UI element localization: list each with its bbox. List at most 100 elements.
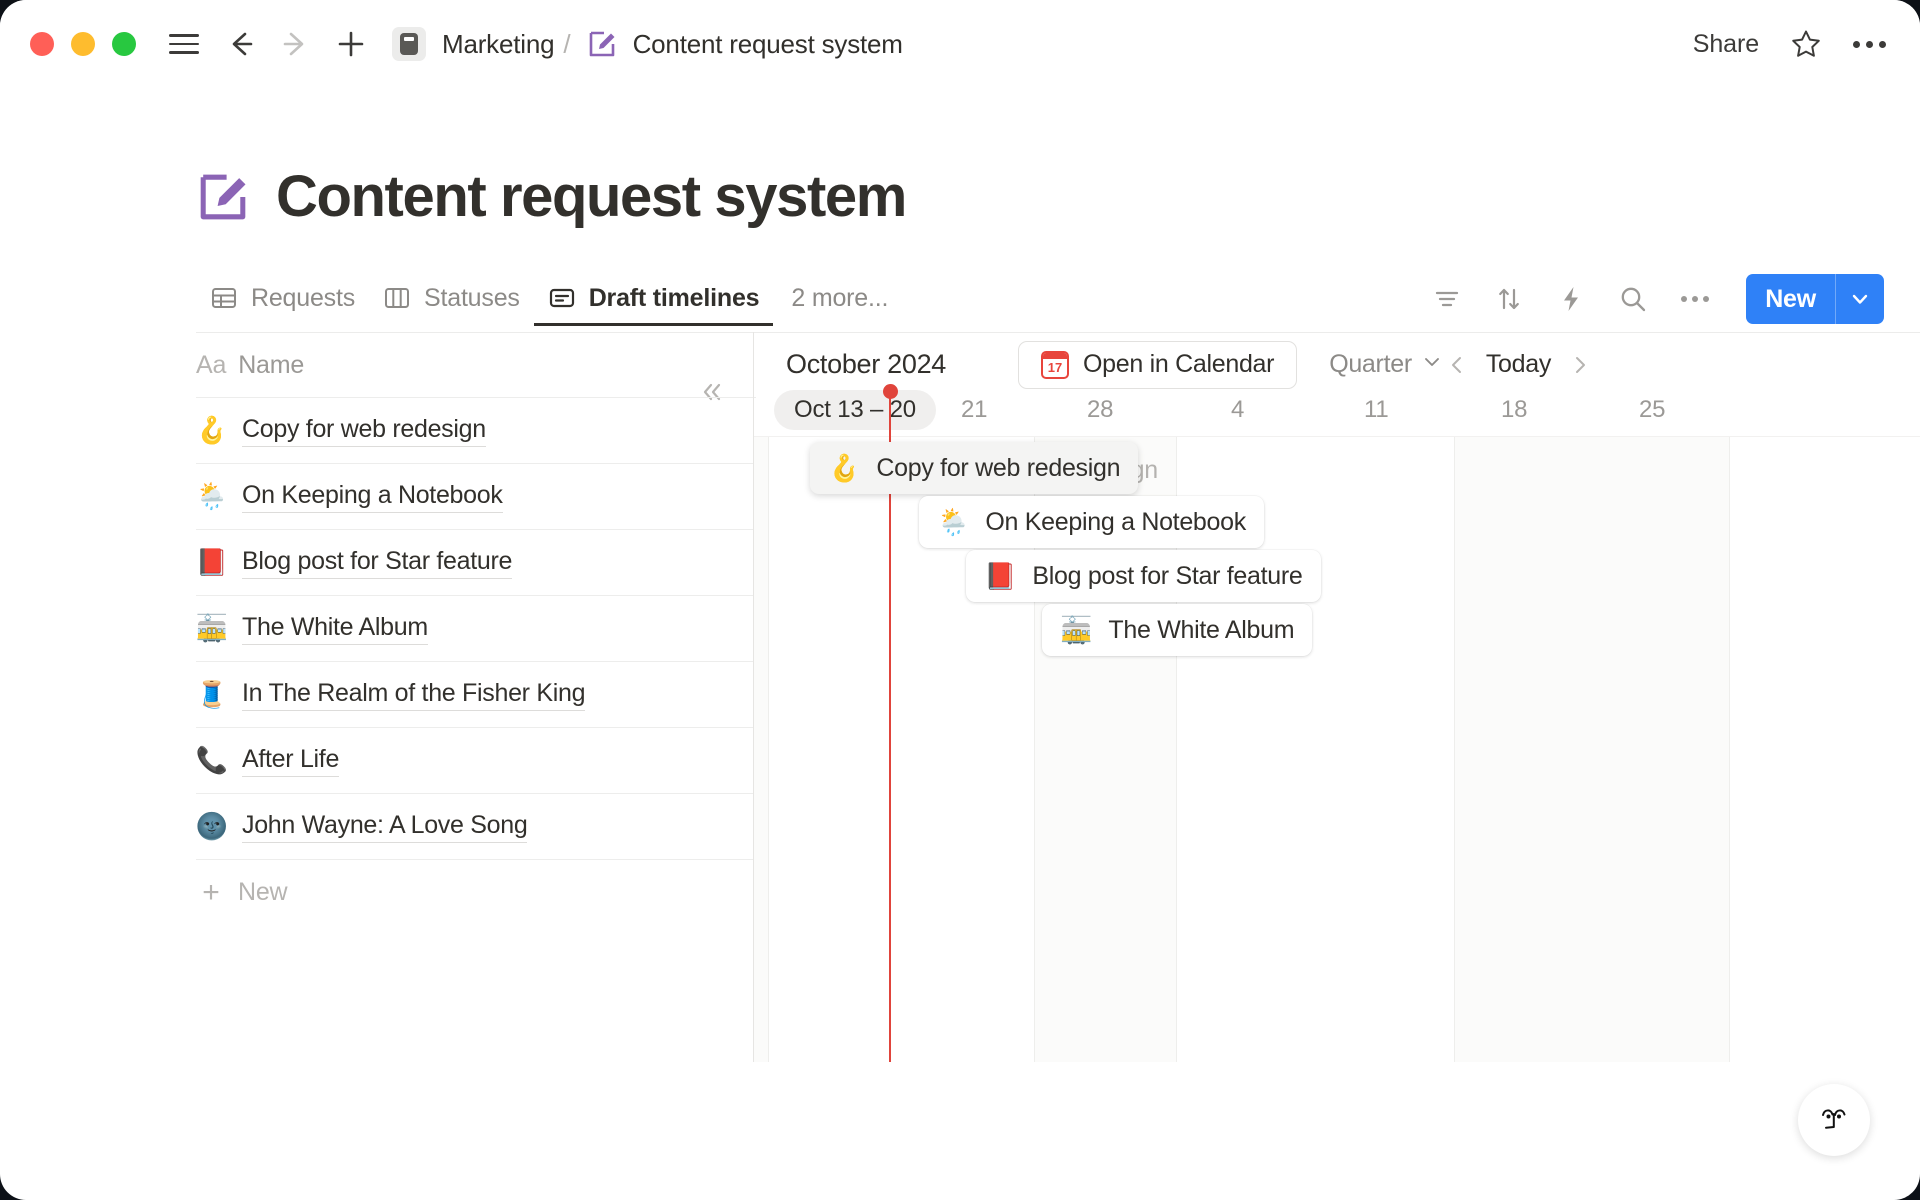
table-icon bbox=[210, 284, 238, 312]
page-thumbnail-icon[interactable] bbox=[392, 27, 426, 61]
new-button-divider bbox=[1835, 274, 1836, 324]
more-options-icon[interactable] bbox=[1853, 40, 1886, 48]
row-name[interactable]: In The Realm of the Fisher King bbox=[242, 679, 586, 711]
breadcrumb-current[interactable]: Content request system bbox=[632, 28, 903, 59]
open-in-calendar-label: Open in Calendar bbox=[1083, 350, 1275, 378]
table-row[interactable]: 🧵 In The Realm of the Fisher King bbox=[196, 661, 756, 727]
row-name[interactable]: On Keeping a Notebook bbox=[242, 481, 503, 513]
timeline-gridline bbox=[1454, 436, 1455, 1062]
tab-statuses[interactable]: Statuses bbox=[369, 270, 534, 326]
row-name[interactable]: Copy for web redesign bbox=[242, 415, 486, 447]
timeline-gridline bbox=[1034, 436, 1035, 1062]
today-marker-line bbox=[889, 392, 891, 1062]
table-row[interactable]: 📞 After Life bbox=[196, 727, 756, 793]
timeline-view-body: Aa Name 🪝 Copy for web redesign 🌦️ On Ke… bbox=[0, 332, 1920, 1062]
hook-emoji: 🪝 bbox=[195, 415, 229, 445]
table-row[interactable]: 🌚 John Wayne: A Love Song bbox=[196, 793, 756, 859]
timeline-bar-label: The White Album bbox=[1108, 615, 1295, 644]
timeline-next-button[interactable] bbox=[1565, 350, 1595, 380]
new-button[interactable]: New bbox=[1765, 284, 1816, 313]
timeline-tick[interactable]: 25 bbox=[1639, 396, 1666, 423]
timeline-bar[interactable]: 🌦️ On Keeping a Notebook bbox=[919, 496, 1264, 548]
title-bar-actions: Share bbox=[1693, 27, 1886, 61]
tab-label: Requests bbox=[251, 283, 356, 312]
timeline-tick[interactable]: 11 bbox=[1364, 396, 1389, 423]
sun-behind-rain-cloud-emoji: 🌦️ bbox=[937, 506, 970, 537]
collapse-table-icon[interactable] bbox=[692, 372, 732, 412]
pane-splitter[interactable] bbox=[753, 332, 754, 1062]
ellipsis-icon[interactable] bbox=[1678, 282, 1712, 316]
add-new-row-label: New bbox=[238, 878, 288, 906]
table-row[interactable]: 🚋 The White Album bbox=[196, 595, 756, 661]
search-icon[interactable] bbox=[1616, 282, 1650, 316]
timeline-icon bbox=[548, 284, 576, 312]
timeline-tick[interactable]: 4 bbox=[1231, 396, 1245, 423]
timeline-bar-dragging[interactable]: 🪝 Copy for web redesign bbox=[810, 442, 1139, 494]
open-in-calendar-button[interactable]: 17 Open in Calendar bbox=[1018, 340, 1298, 389]
table-row[interactable]: 🌦️ On Keeping a Notebook bbox=[196, 463, 756, 529]
column-header-label: Name bbox=[238, 350, 305, 379]
minimize-window-button[interactable] bbox=[71, 32, 95, 56]
new-moon-face-emoji: 🌚 bbox=[195, 811, 229, 841]
new-page-icon[interactable] bbox=[334, 27, 368, 61]
timeline-grid[interactable]: Copy for web redesign 🪝 Copy for web red… bbox=[754, 384, 1920, 1062]
timeline-tick-current[interactable]: Oct 13 – 20 bbox=[774, 390, 936, 430]
timeline-pane: October 2024 17 Open in Calendar Quarter bbox=[754, 333, 1920, 1062]
new-button-chevron-down-icon[interactable] bbox=[1836, 274, 1884, 324]
row-name[interactable]: The White Album bbox=[242, 613, 428, 645]
sun-behind-rain-cloud-emoji: 🌦️ bbox=[195, 481, 229, 511]
timeline-bar-label: On Keeping a Notebook bbox=[985, 507, 1246, 536]
timeline-column-band bbox=[754, 436, 768, 1062]
timeline-prev-button[interactable] bbox=[1442, 350, 1472, 380]
tab-draft-timelines[interactable]: Draft timelines bbox=[533, 270, 774, 326]
table-row[interactable]: 📕 Blog post for Star feature bbox=[196, 529, 756, 595]
timeline-today-button[interactable]: Today bbox=[1485, 350, 1552, 378]
calendar-icon: 17 bbox=[1041, 350, 1070, 379]
calendar-icon-day: 17 bbox=[1047, 359, 1063, 375]
traffic-lights bbox=[30, 32, 136, 56]
row-name[interactable]: John Wayne: A Love Song bbox=[242, 811, 528, 843]
lightning-icon[interactable] bbox=[1554, 282, 1588, 316]
row-name[interactable]: After Life bbox=[242, 745, 339, 777]
breadcrumb-parent[interactable]: Marketing bbox=[442, 28, 555, 59]
timeline-bar[interactable]: 📕 Blog post for Star feature bbox=[966, 550, 1321, 602]
timeline-gridline bbox=[768, 436, 769, 1062]
favorite-star-icon[interactable] bbox=[1789, 27, 1823, 61]
tab-label: Statuses bbox=[424, 283, 520, 312]
table-row[interactable]: 🪝 Copy for web redesign bbox=[196, 397, 756, 463]
add-new-row-button[interactable]: + New bbox=[196, 859, 756, 925]
timeline-tick[interactable]: 21 bbox=[961, 396, 988, 423]
timeline-tick[interactable]: 28 bbox=[1087, 396, 1114, 423]
board-icon bbox=[383, 284, 411, 312]
column-header-name[interactable]: Aa Name bbox=[196, 333, 756, 397]
closed-book-emoji: 📕 bbox=[984, 560, 1017, 591]
timeline-zoom-select[interactable]: Quarter bbox=[1329, 350, 1442, 379]
timeline-column-band bbox=[1455, 436, 1729, 1062]
page-title: Content request system bbox=[276, 164, 907, 229]
back-arrow-icon[interactable] bbox=[224, 27, 258, 61]
row-name[interactable]: Blog post for Star feature bbox=[242, 547, 512, 579]
filter-icon[interactable] bbox=[1430, 282, 1464, 316]
toolbar-divider bbox=[196, 332, 1920, 333]
title-bar: Marketing / Content request system Share bbox=[0, 0, 1920, 88]
tram-car-emoji: 🚋 bbox=[1060, 614, 1093, 645]
forward-arrow-icon[interactable] bbox=[278, 27, 312, 61]
share-button[interactable]: Share bbox=[1692, 29, 1759, 58]
timeline-bar[interactable]: 🚋 The White Album bbox=[1042, 604, 1313, 656]
tabs-more-button[interactable]: 2 more... bbox=[791, 283, 889, 312]
sort-icon[interactable] bbox=[1492, 282, 1526, 316]
close-window-button[interactable] bbox=[30, 32, 54, 56]
new-button-group: New bbox=[1746, 274, 1884, 324]
timeline-month-label: October 2024 bbox=[786, 349, 947, 379]
sidebar-toggle-icon[interactable] bbox=[166, 26, 202, 62]
maximize-window-button[interactable] bbox=[112, 32, 136, 56]
page-header: Content request system bbox=[196, 164, 907, 229]
timeline-tick[interactable]: 18 bbox=[1501, 396, 1528, 423]
timeline-table-pane: Aa Name 🪝 Copy for web redesign 🌦️ On Ke… bbox=[196, 333, 756, 925]
assistant-face-icon bbox=[1814, 1098, 1854, 1143]
assistant-button[interactable] bbox=[1798, 1084, 1870, 1156]
tab-requests[interactable]: Requests bbox=[196, 270, 369, 326]
thread-emoji: 🧵 bbox=[195, 679, 229, 709]
today-marker-dot bbox=[883, 384, 898, 399]
